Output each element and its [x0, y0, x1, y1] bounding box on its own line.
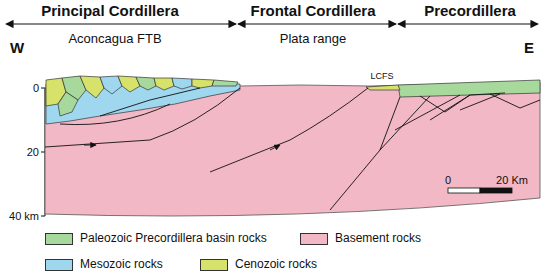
- province-title: Precordillera: [424, 3, 516, 20]
- legend-text: Paleozoic Precordillera basin rocks: [80, 232, 267, 245]
- legend-swatch: [45, 233, 73, 245]
- paleozoic-cover: [398, 80, 540, 97]
- province-title: Frontal Cordillera: [250, 3, 375, 20]
- province-title: Principal Cordillera: [41, 3, 179, 20]
- cenozoic-patch: [366, 85, 400, 90]
- legend-text: Basement rocks: [335, 232, 421, 245]
- legend-swatch: [300, 233, 328, 245]
- scale-bar: [448, 188, 512, 193]
- direction-label: W: [10, 40, 24, 57]
- legend-swatch: [45, 259, 73, 271]
- depth-axis: [41, 88, 45, 216]
- scale-label: 20 Km: [496, 174, 528, 186]
- span-arrows: [6, 23, 538, 24]
- legend-text: Mesozoic rocks: [80, 258, 163, 271]
- thrust-faults: [45, 88, 540, 210]
- folded-cover: [46, 76, 238, 116]
- region-label: Plata range: [280, 32, 347, 46]
- fault-label: LCFS: [370, 72, 393, 82]
- basement-body: [45, 82, 540, 216]
- legend-text: Cenozoic rocks: [235, 258, 317, 271]
- depth-tick: 20: [27, 146, 39, 158]
- depth-tick: 0: [33, 82, 39, 94]
- legend-entry: Mesozoic rocks: [45, 258, 163, 271]
- direction-label: E: [524, 40, 534, 57]
- scale-label: 0: [445, 174, 451, 186]
- region-label: Aconcagua FTB: [68, 32, 161, 46]
- legend-swatch: [200, 259, 228, 271]
- legend-entry: Cenozoic rocks: [200, 258, 317, 271]
- depth-tick: 40 km: [9, 210, 39, 222]
- legend-entry: Paleozoic Precordillera basin rocks: [45, 232, 267, 245]
- legend-entry: Basement rocks: [300, 232, 421, 245]
